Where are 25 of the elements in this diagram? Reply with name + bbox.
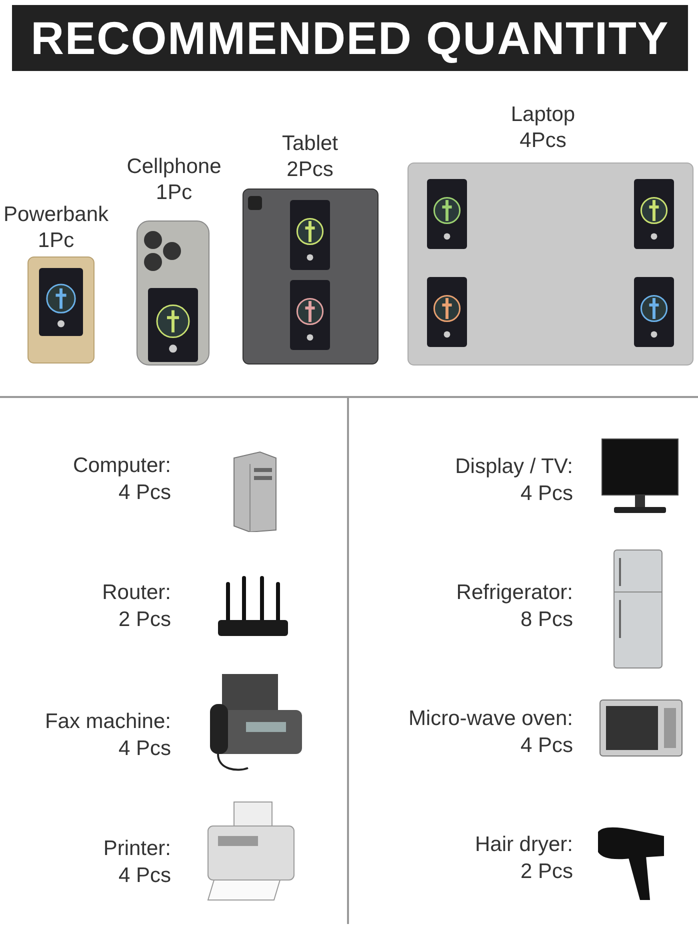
device-label: Tablet (280, 131, 340, 157)
device-label: Hair dryer: (474, 832, 573, 858)
quantity-label: 1Pc (36, 228, 76, 254)
quantity-label: 4 Pcs (118, 480, 171, 506)
device-label: Router: (102, 580, 171, 606)
device-label: Computer: (72, 453, 171, 479)
quantity-label: 2 Pcs (118, 607, 171, 633)
quantity-label: 2 Pcs (520, 859, 573, 885)
device-label: Cellphone (126, 154, 222, 180)
device-label: Printer: (103, 836, 171, 862)
device-label: Powerbank (2, 202, 110, 228)
device-label: Micro-wave oven: (408, 706, 573, 732)
device-label: Refrigerator: (456, 580, 573, 606)
quantity-label: 4 Pcs (520, 481, 573, 507)
quantity-label: 4Pcs (518, 128, 568, 154)
device-label: Fax machine: (44, 709, 171, 735)
device-label: Laptop (510, 102, 576, 128)
quantity-label: 4 Pcs (118, 736, 171, 762)
quantity-label: 2Pcs (286, 157, 334, 183)
device-label: Display / TV: (455, 454, 573, 480)
quantity-label: 8 Pcs (520, 607, 573, 633)
quantity-label: 4 Pcs (520, 733, 573, 759)
quantity-label: 4 Pcs (118, 863, 171, 889)
quantity-label: 1Pc (154, 180, 194, 206)
title-banner: RECOMMENDED QUANTITY (12, 5, 688, 71)
